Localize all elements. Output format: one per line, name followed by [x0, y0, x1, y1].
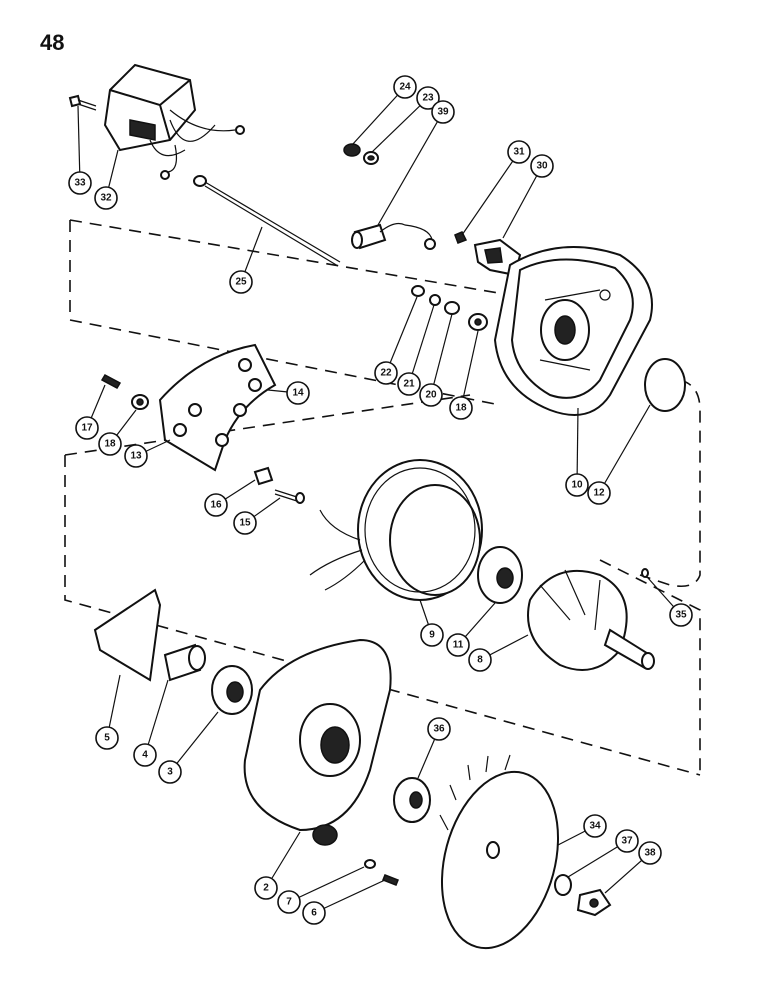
- svg-text:12: 12: [593, 488, 605, 499]
- callout-14: 14: [286, 381, 310, 405]
- pin-part: [641, 568, 649, 578]
- washer-screw-parts: [364, 859, 399, 886]
- svg-text:22: 22: [380, 368, 392, 379]
- svg-text:13: 13: [130, 451, 142, 462]
- long-bolt-part: [193, 175, 341, 267]
- svg-text:10: 10: [571, 480, 583, 491]
- callout-32: 32: [94, 186, 118, 210]
- svg-text:37: 37: [621, 836, 633, 847]
- collar-part: [393, 777, 431, 823]
- svg-text:16: 16: [210, 500, 222, 511]
- callout-37: 37: [615, 829, 639, 853]
- callout-9: 9: [420, 623, 444, 647]
- rectifier-bridge-part: [158, 343, 277, 472]
- stator-part: [309, 459, 483, 601]
- small-nuts-parts: [411, 285, 488, 331]
- callout-2: 2: [254, 876, 278, 900]
- o-ring-part: [644, 358, 686, 412]
- callout-35: 35: [669, 603, 693, 627]
- callout-18-upper: 18: [449, 396, 473, 420]
- svg-text:7: 7: [286, 897, 292, 908]
- svg-text:11: 11: [453, 640, 464, 651]
- spacer-part: [163, 643, 206, 682]
- svg-text:17: 17: [81, 423, 93, 434]
- callout-13: 13: [124, 444, 148, 468]
- callout-18-lower: 18: [98, 432, 122, 456]
- callout-39: 39: [431, 100, 455, 124]
- callout-31: 31: [507, 140, 531, 164]
- svg-text:5: 5: [104, 733, 110, 744]
- svg-text:8: 8: [477, 655, 483, 666]
- svg-text:38: 38: [644, 848, 656, 859]
- svg-text:6: 6: [311, 908, 317, 919]
- svg-text:4: 4: [142, 750, 148, 761]
- fan-part: [439, 754, 560, 950]
- callout-33: 33: [68, 171, 92, 195]
- callout-30: 30: [530, 154, 554, 178]
- svg-text:36: 36: [433, 724, 445, 735]
- svg-text:33: 33: [74, 178, 86, 189]
- svg-text:35: 35: [675, 610, 687, 621]
- page-number: 48: [40, 30, 65, 55]
- callout-22: 22: [374, 361, 398, 385]
- callout-21: 21: [397, 372, 421, 396]
- svg-text:24: 24: [399, 82, 411, 93]
- callout-6: 6: [302, 901, 326, 925]
- callout-36: 36: [427, 717, 451, 741]
- rotor-part: [527, 569, 655, 671]
- svg-text:39: 39: [437, 107, 449, 118]
- callout-25: 25: [229, 270, 253, 294]
- callout-38: 38: [638, 841, 662, 865]
- callout-16: 16: [204, 493, 228, 517]
- svg-text:21: 21: [403, 379, 415, 390]
- svg-text:18: 18: [104, 439, 116, 450]
- svg-text:18: 18: [455, 403, 467, 414]
- callout-15: 15: [233, 511, 257, 535]
- nut-washer-parts: [343, 143, 379, 165]
- callout-8: 8: [468, 648, 492, 672]
- regulator-part: [103, 63, 245, 180]
- callout-11: 11: [446, 633, 470, 657]
- retainer-plate-part: [93, 588, 162, 682]
- front-bearing-part: [211, 665, 253, 715]
- svg-text:2: 2: [263, 883, 269, 894]
- svg-text:3: 3: [167, 767, 173, 778]
- svg-text:30: 30: [536, 161, 548, 172]
- drive-end-frame-part: [243, 638, 392, 846]
- svg-text:15: 15: [239, 518, 251, 529]
- svg-text:23: 23: [422, 93, 434, 104]
- end-frame-part: [493, 246, 653, 416]
- svg-text:9: 9: [429, 630, 435, 641]
- svg-text:25: 25: [235, 277, 247, 288]
- bolt-part: [68, 94, 97, 111]
- svg-text:14: 14: [292, 388, 304, 399]
- callout-34: 34: [583, 814, 607, 838]
- callout-4: 4: [133, 743, 157, 767]
- svg-text:31: 31: [513, 147, 525, 158]
- callout-7: 7: [277, 890, 301, 914]
- capacitor-part: [351, 222, 436, 250]
- callout-20: 20: [419, 383, 443, 407]
- bearing-part: [477, 546, 523, 604]
- svg-text:20: 20: [425, 390, 437, 401]
- callout-12: 12: [587, 481, 611, 505]
- callout-17: 17: [75, 416, 99, 440]
- callout-5: 5: [95, 726, 119, 750]
- callout-23: 23: [416, 86, 440, 110]
- svg-text:32: 32: [100, 193, 112, 204]
- stud-washer-parts: [100, 374, 149, 410]
- pulley-nut-parts: [554, 874, 612, 917]
- insulator-screw-parts: [253, 466, 305, 504]
- svg-text:34: 34: [589, 821, 601, 832]
- callout-24: 24: [393, 75, 417, 99]
- callout-10: 10: [565, 473, 589, 497]
- callout-3: 3: [158, 760, 182, 784]
